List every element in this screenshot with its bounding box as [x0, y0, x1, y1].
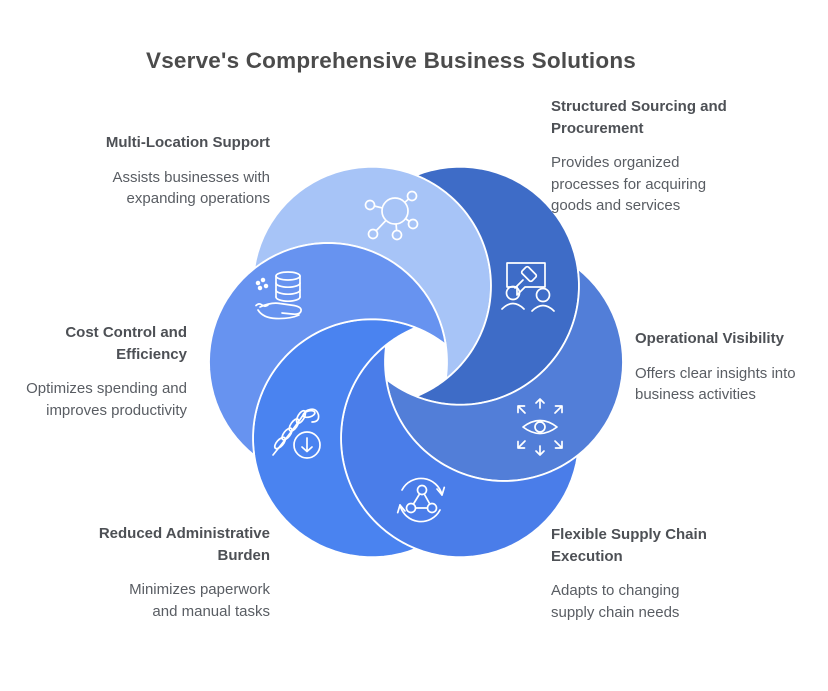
label-description: Offers clear insights into business acti…	[635, 364, 796, 404]
petal-cost-control-and-efficiency	[208, 242, 447, 457]
sourcing-bid-chat-icon	[501, 262, 555, 312]
label-description: Optimizes spending and improves producti…	[26, 380, 187, 419]
label-description: Minimizes paperwork and manual tasks	[129, 581, 270, 620]
label-description: Provides organized processes for acquiri…	[551, 154, 707, 214]
label-heading: Multi-Location Support	[105, 134, 270, 151]
label-heading: Flexible Supply Chain Execution	[551, 526, 707, 565]
label-heading: Reduced Administrative Burden	[98, 525, 270, 564]
label-heading: Operational Visibility	[635, 330, 784, 347]
label-heading: Structured Sourcing and Procurement	[551, 98, 727, 137]
database-hand-icon	[255, 271, 302, 320]
eye-expand-icon	[517, 398, 563, 456]
label-heading: Cost Control and Efficiency	[65, 324, 187, 363]
network-hub-icon	[364, 190, 419, 241]
cycle-nodes-icon	[396, 477, 446, 523]
label-description: Assists businesses with expanding operat…	[112, 168, 270, 208]
page-title: Vserve's Comprehensive Business Solution…	[146, 48, 636, 73]
label-description: Adapts to changing supply chain needs	[551, 582, 680, 621]
wheat-download-icon	[272, 408, 321, 459]
